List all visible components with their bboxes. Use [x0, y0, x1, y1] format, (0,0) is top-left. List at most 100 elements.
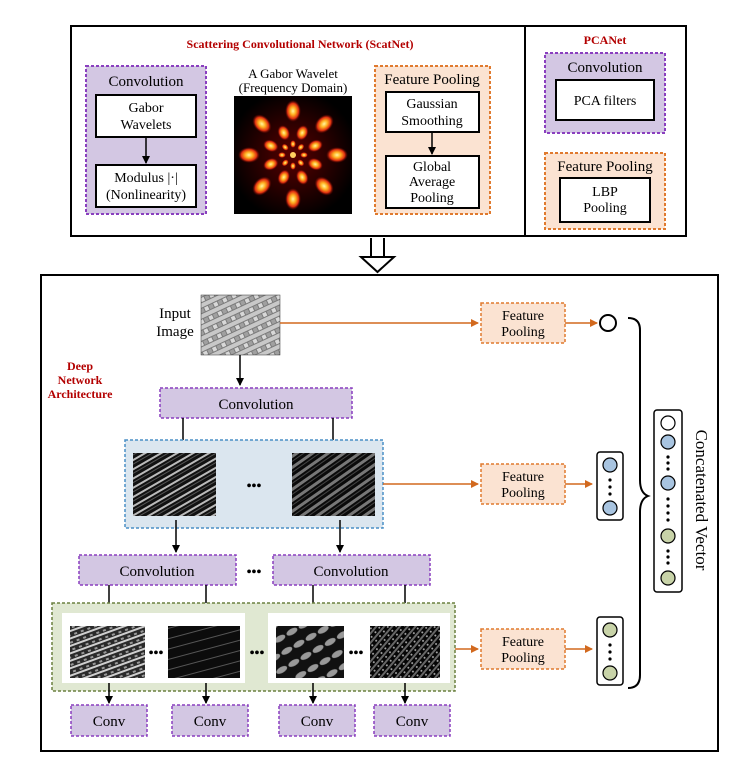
feature-map-2b — [168, 626, 240, 678]
pooled-vector-2 — [596, 451, 624, 521]
scatnet-pooling-block: Feature Pooling Gaussian Smoothing Globa… — [374, 65, 491, 215]
gabor-center — [290, 152, 296, 158]
gabor-lobe — [277, 169, 291, 185]
gabor-lobe — [252, 114, 272, 134]
gabor-lobe — [277, 125, 291, 141]
global-average-pooling-box — [385, 155, 480, 209]
modulus-line1: Modulus |·| — [114, 171, 178, 186]
conv-box-2: Conv — [171, 704, 249, 737]
pooling-2-line2: Pooling — [501, 486, 545, 501]
gabor-lobe — [263, 157, 279, 171]
conv-box-3: Conv — [278, 704, 356, 737]
conv-label-3: Conv — [301, 714, 334, 730]
feature-map-1b — [292, 453, 375, 516]
pooled-vector-3 — [596, 616, 624, 686]
input-image — [200, 294, 281, 356]
pcanet-title: PCANet — [584, 33, 627, 47]
conv-label-1: Conv — [93, 714, 126, 730]
feature-map-2d — [370, 626, 440, 678]
lbp-pooling-box — [559, 177, 651, 223]
gabor-wavelets-line1: Gabor — [129, 101, 164, 116]
gabor-caption-line1: A Gabor Wavelet — [248, 66, 338, 81]
gabor-lobe — [314, 176, 334, 196]
layer-1-feature-maps: ••• — [124, 439, 384, 529]
convolution-1-label: Convolution — [218, 397, 294, 413]
input-image-label-line1: Input — [159, 306, 191, 322]
convolution-layer-1: Convolution — [159, 387, 353, 419]
feature-map-2c — [276, 626, 344, 678]
convolution-2b-label: Convolution — [313, 564, 389, 580]
gabor-lobe — [295, 125, 309, 141]
gabor-lobe — [278, 152, 286, 158]
gabor-lobe — [281, 143, 289, 151]
convolution-layer-2a: Convolution — [78, 554, 237, 586]
global-line1: Global — [413, 160, 451, 175]
concat-node-4 — [660, 528, 676, 544]
conv-label-4: Conv — [396, 714, 429, 730]
feature-pooling-box-2: Feature Pooling — [480, 463, 566, 505]
convolution-2a-label: Convolution — [119, 564, 195, 580]
layer-2-mid-ellipsis: ••• — [250, 646, 265, 661]
modulus-line2: (Nonlinearity) — [106, 188, 186, 203]
pca-filters-box — [555, 79, 655, 121]
scatnet-title: Scattering Convolutional Network (ScatNe… — [187, 37, 414, 51]
scatnet-convolution-block: Convolution Gabor Wavelets Modulus |·| (… — [85, 65, 207, 215]
conv-box-4: Conv — [373, 704, 451, 737]
gabor-lobe — [326, 147, 348, 163]
pooling-3-line2: Pooling — [501, 651, 545, 666]
gabor-lobe — [281, 159, 289, 167]
gabor-caption-line2: (Frequency Domain) — [239, 80, 348, 95]
gabor-lobe — [263, 139, 279, 153]
global-line3: Pooling — [410, 191, 454, 206]
feature-map-2a — [70, 626, 145, 678]
gabor-lobe — [290, 162, 296, 170]
gabor-lobe — [295, 169, 309, 185]
lbp-line2: Pooling — [583, 201, 627, 216]
feature-map-1a — [133, 453, 216, 516]
convolution-layer-2b: Convolution — [272, 554, 431, 586]
layer-2b-ellipsis: ••• — [349, 646, 364, 661]
concatenated-vector — [653, 409, 683, 593]
architecture-title-line3: Architecture — [48, 387, 114, 401]
layer-2-feature-maps: ••• ••• ••• — [51, 602, 456, 692]
top-to-bottom-arrow — [358, 238, 397, 274]
gabor-lobe — [290, 140, 296, 148]
gabor-lobe — [297, 143, 305, 151]
pooling-1-line1: Feature — [502, 309, 544, 324]
scatnet-pooling-title: Feature Pooling — [384, 72, 480, 88]
gabor-wavelets-line2: Wavelets — [121, 118, 172, 133]
conv-box-1: Conv — [70, 704, 148, 737]
feature-pooling-box-3: Feature Pooling — [480, 628, 566, 670]
pooling-1-line2: Pooling — [501, 325, 545, 340]
concatenation-brace — [627, 317, 651, 689]
gaussian-line1: Gaussian — [406, 97, 457, 112]
gabor-lobe — [252, 176, 272, 196]
architecture-title-line2: Network — [58, 373, 103, 387]
concat-node-3 — [660, 475, 676, 491]
gaussian-smoothing-box — [385, 91, 480, 133]
gabor-lobe — [314, 114, 334, 134]
gabor-lobe — [285, 100, 301, 122]
pooling-3-line1: Feature — [502, 635, 544, 650]
gabor-lobe — [307, 139, 323, 153]
concat-node-5 — [660, 570, 676, 586]
concat-node-1 — [660, 415, 676, 431]
layer-2a-ellipsis: ••• — [149, 646, 164, 661]
pcanet-pooling-block: Feature Pooling LBP Pooling — [544, 152, 666, 230]
lbp-line1: LBP — [592, 185, 618, 200]
concatenated-vector-label: Concatenated Vector — [692, 430, 711, 571]
pcanet-convolution-block: Convolution PCA filters — [544, 52, 666, 134]
pcanet-pooling-title: Feature Pooling — [557, 159, 653, 175]
conv-label-2: Conv — [194, 714, 227, 730]
gabor-lobe — [307, 157, 323, 171]
gabor-lobe — [297, 159, 305, 167]
gaussian-line2: Smoothing — [401, 114, 462, 129]
gabor-lobe — [300, 152, 308, 158]
gabor-lobe — [285, 188, 301, 210]
pcanet-convolution-title: Convolution — [567, 60, 643, 76]
pooling-2-line1: Feature — [502, 470, 544, 485]
conv-layer-ellipsis: ••• — [247, 565, 262, 580]
global-line2: Average — [409, 175, 455, 190]
layer-1-ellipsis: ••• — [247, 479, 262, 494]
